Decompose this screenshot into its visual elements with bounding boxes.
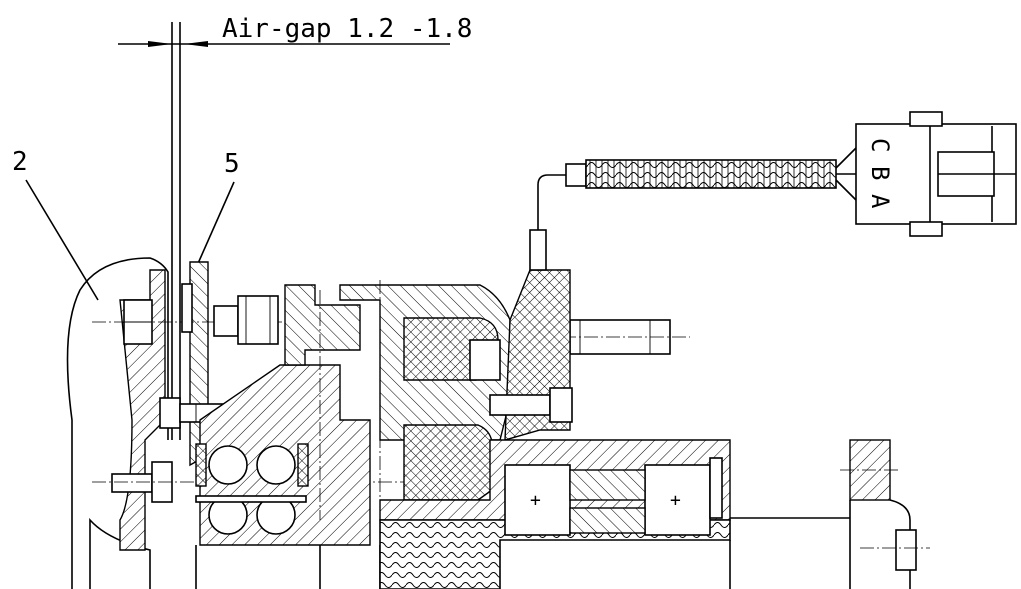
- air-gap-dimension: Air-gap 1.2 -1.8: [118, 14, 472, 440]
- connector-pin-b: B: [866, 166, 894, 180]
- callout-2: 2: [12, 147, 99, 301]
- connector-plug: C B A: [855, 111, 1017, 237]
- svg-text:+: +: [530, 490, 541, 511]
- callout-2-label: 2: [12, 147, 28, 177]
- hex-bolt-upper: [213, 284, 361, 366]
- connector-pin-c: C: [866, 138, 894, 152]
- sensor-cable: [529, 147, 857, 271]
- bolt-upper-left: [123, 283, 193, 345]
- right-flange: [840, 439, 930, 589]
- bearing-block: [195, 364, 381, 589]
- air-gap-label: Air-gap 1.2 -1.8: [222, 14, 472, 44]
- shaft-housing: + +: [379, 439, 850, 589]
- coil-upper: [403, 317, 501, 381]
- coil-lower: [403, 424, 493, 501]
- connector-pin-a: A: [866, 194, 894, 209]
- callout-5-label: 5: [224, 149, 240, 179]
- threaded-stud: [540, 319, 690, 355]
- callout-5: 5: [195, 149, 240, 269]
- svg-text:+: +: [670, 490, 681, 511]
- bolt-center: [489, 387, 573, 423]
